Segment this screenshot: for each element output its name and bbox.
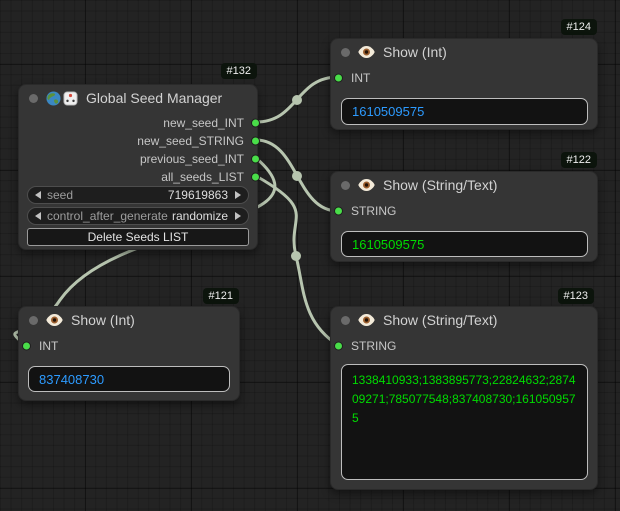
input-slot-int[interactable]: INT	[19, 337, 239, 355]
output-slot-new-seed-int[interactable]: new_seed_INT	[19, 114, 260, 132]
node-show-int-124[interactable]: Show (Int) INT 1610509575	[330, 38, 598, 130]
seed-combo-widget[interactable]: seed 719619863	[27, 186, 249, 204]
control-after-generate-combo-widget[interactable]: control_after_generate randomize	[27, 207, 249, 225]
node-id-badge: #132	[220, 63, 257, 79]
arrow-left-icon[interactable]	[35, 191, 41, 199]
value-display-textarea[interactable]: 1338410933;1383895773;22824632;287409271…	[341, 364, 588, 480]
input-slot-int[interactable]: INT	[331, 69, 597, 87]
node-show-int-121[interactable]: Show (Int) INT 837408730	[18, 306, 240, 401]
node-show-string-122[interactable]: Show (String/Text) STRING 1610509575	[330, 171, 598, 262]
widget-value: 719619863	[167, 188, 228, 202]
node-id-badge: #122	[560, 152, 597, 168]
input-slot-label: STRING	[351, 204, 397, 218]
wire-midpoint-dot	[292, 171, 302, 181]
globe-icon	[46, 90, 61, 106]
arrow-right-icon[interactable]	[235, 191, 241, 199]
widget-value: randomize	[171, 209, 228, 223]
node-show-string-123[interactable]: Show (String/Text) STRING 1338410933;138…	[330, 306, 598, 490]
input-slot-string[interactable]: STRING	[331, 337, 597, 355]
node-titlebar[interactable]: Show (Int)	[19, 307, 239, 333]
wire-midpoint-dot	[291, 251, 301, 261]
wire-all-seeds-list	[255, 174, 339, 347]
node-global-seed-manager[interactable]: Global Seed Manager new_seed_INT new_see…	[18, 84, 260, 250]
output-dot[interactable]	[251, 136, 260, 146]
node-id-badge: #124	[560, 19, 597, 35]
node-title: Show (String/Text)	[383, 312, 498, 328]
input-slot-label: STRING	[351, 339, 397, 353]
arrow-left-icon[interactable]	[35, 212, 41, 220]
input-dot[interactable]	[334, 73, 343, 83]
output-slot-label: previous_seed_INT	[139, 152, 244, 166]
wire-new-seed-string	[255, 138, 339, 213]
output-slot-label: new_seed_STRING	[137, 134, 244, 148]
collapse-dot[interactable]	[341, 180, 350, 190]
value-display-field[interactable]: 837408730	[28, 366, 230, 392]
wire-midpoint-dot	[292, 95, 302, 105]
input-slot-string[interactable]: STRING	[331, 202, 597, 220]
collapse-dot[interactable]	[341, 315, 350, 325]
collapse-dot[interactable]	[29, 93, 38, 103]
input-dot[interactable]	[334, 341, 343, 351]
input-dot[interactable]	[22, 341, 31, 351]
int-value-text: 1610509575	[352, 104, 425, 119]
node-titlebar[interactable]: Show (String/Text)	[331, 307, 597, 333]
node-title: Show (Int)	[71, 312, 135, 328]
eye-icon	[358, 46, 375, 58]
node-titlebar[interactable]: Global Seed Manager	[19, 85, 257, 111]
string-value-text: 1610509575	[352, 236, 425, 252]
node-title: Global Seed Manager	[86, 90, 223, 106]
int-value-text: 837408730	[39, 371, 105, 387]
output-slot-all-seeds-list[interactable]: all_seeds_LIST	[19, 168, 260, 186]
wire-new-seed-int	[255, 75, 339, 124]
value-display-field[interactable]: 1610509575	[341, 231, 588, 257]
die-icon	[63, 90, 78, 106]
value-display-field[interactable]: 1610509575	[341, 98, 588, 125]
input-slot-label: INT	[39, 339, 59, 353]
output-slot-label: new_seed_INT	[163, 116, 244, 130]
delete-seeds-list-button[interactable]: Delete Seeds LIST	[27, 228, 249, 246]
node-id-badge: #123	[557, 288, 594, 304]
output-dot[interactable]	[251, 172, 260, 182]
input-dot[interactable]	[334, 206, 343, 216]
widget-label: control_after_generate	[47, 209, 168, 223]
eye-icon	[358, 314, 375, 326]
node-title: Show (Int)	[383, 44, 447, 60]
input-slot-label: INT	[351, 71, 371, 85]
output-slot-previous-seed-int[interactable]: previous_seed_INT	[19, 150, 260, 168]
node-id-badge: #121	[202, 288, 239, 304]
collapse-dot[interactable]	[341, 47, 350, 57]
arrow-right-icon[interactable]	[235, 212, 241, 220]
eye-icon	[358, 179, 375, 191]
collapse-dot[interactable]	[29, 315, 38, 325]
eye-icon	[46, 314, 63, 326]
output-dot[interactable]	[251, 118, 260, 128]
node-titlebar[interactable]: Show (Int)	[331, 39, 597, 65]
output-slot-new-seed-string[interactable]: new_seed_STRING	[19, 132, 260, 150]
output-slot-label: all_seeds_LIST	[161, 170, 244, 184]
output-slots: new_seed_INT new_seed_STRING previous_se…	[19, 114, 260, 186]
widget-label: seed	[47, 188, 74, 202]
output-dot[interactable]	[251, 154, 260, 164]
node-title: Show (String/Text)	[383, 177, 498, 193]
node-titlebar[interactable]: Show (String/Text)	[331, 172, 597, 198]
